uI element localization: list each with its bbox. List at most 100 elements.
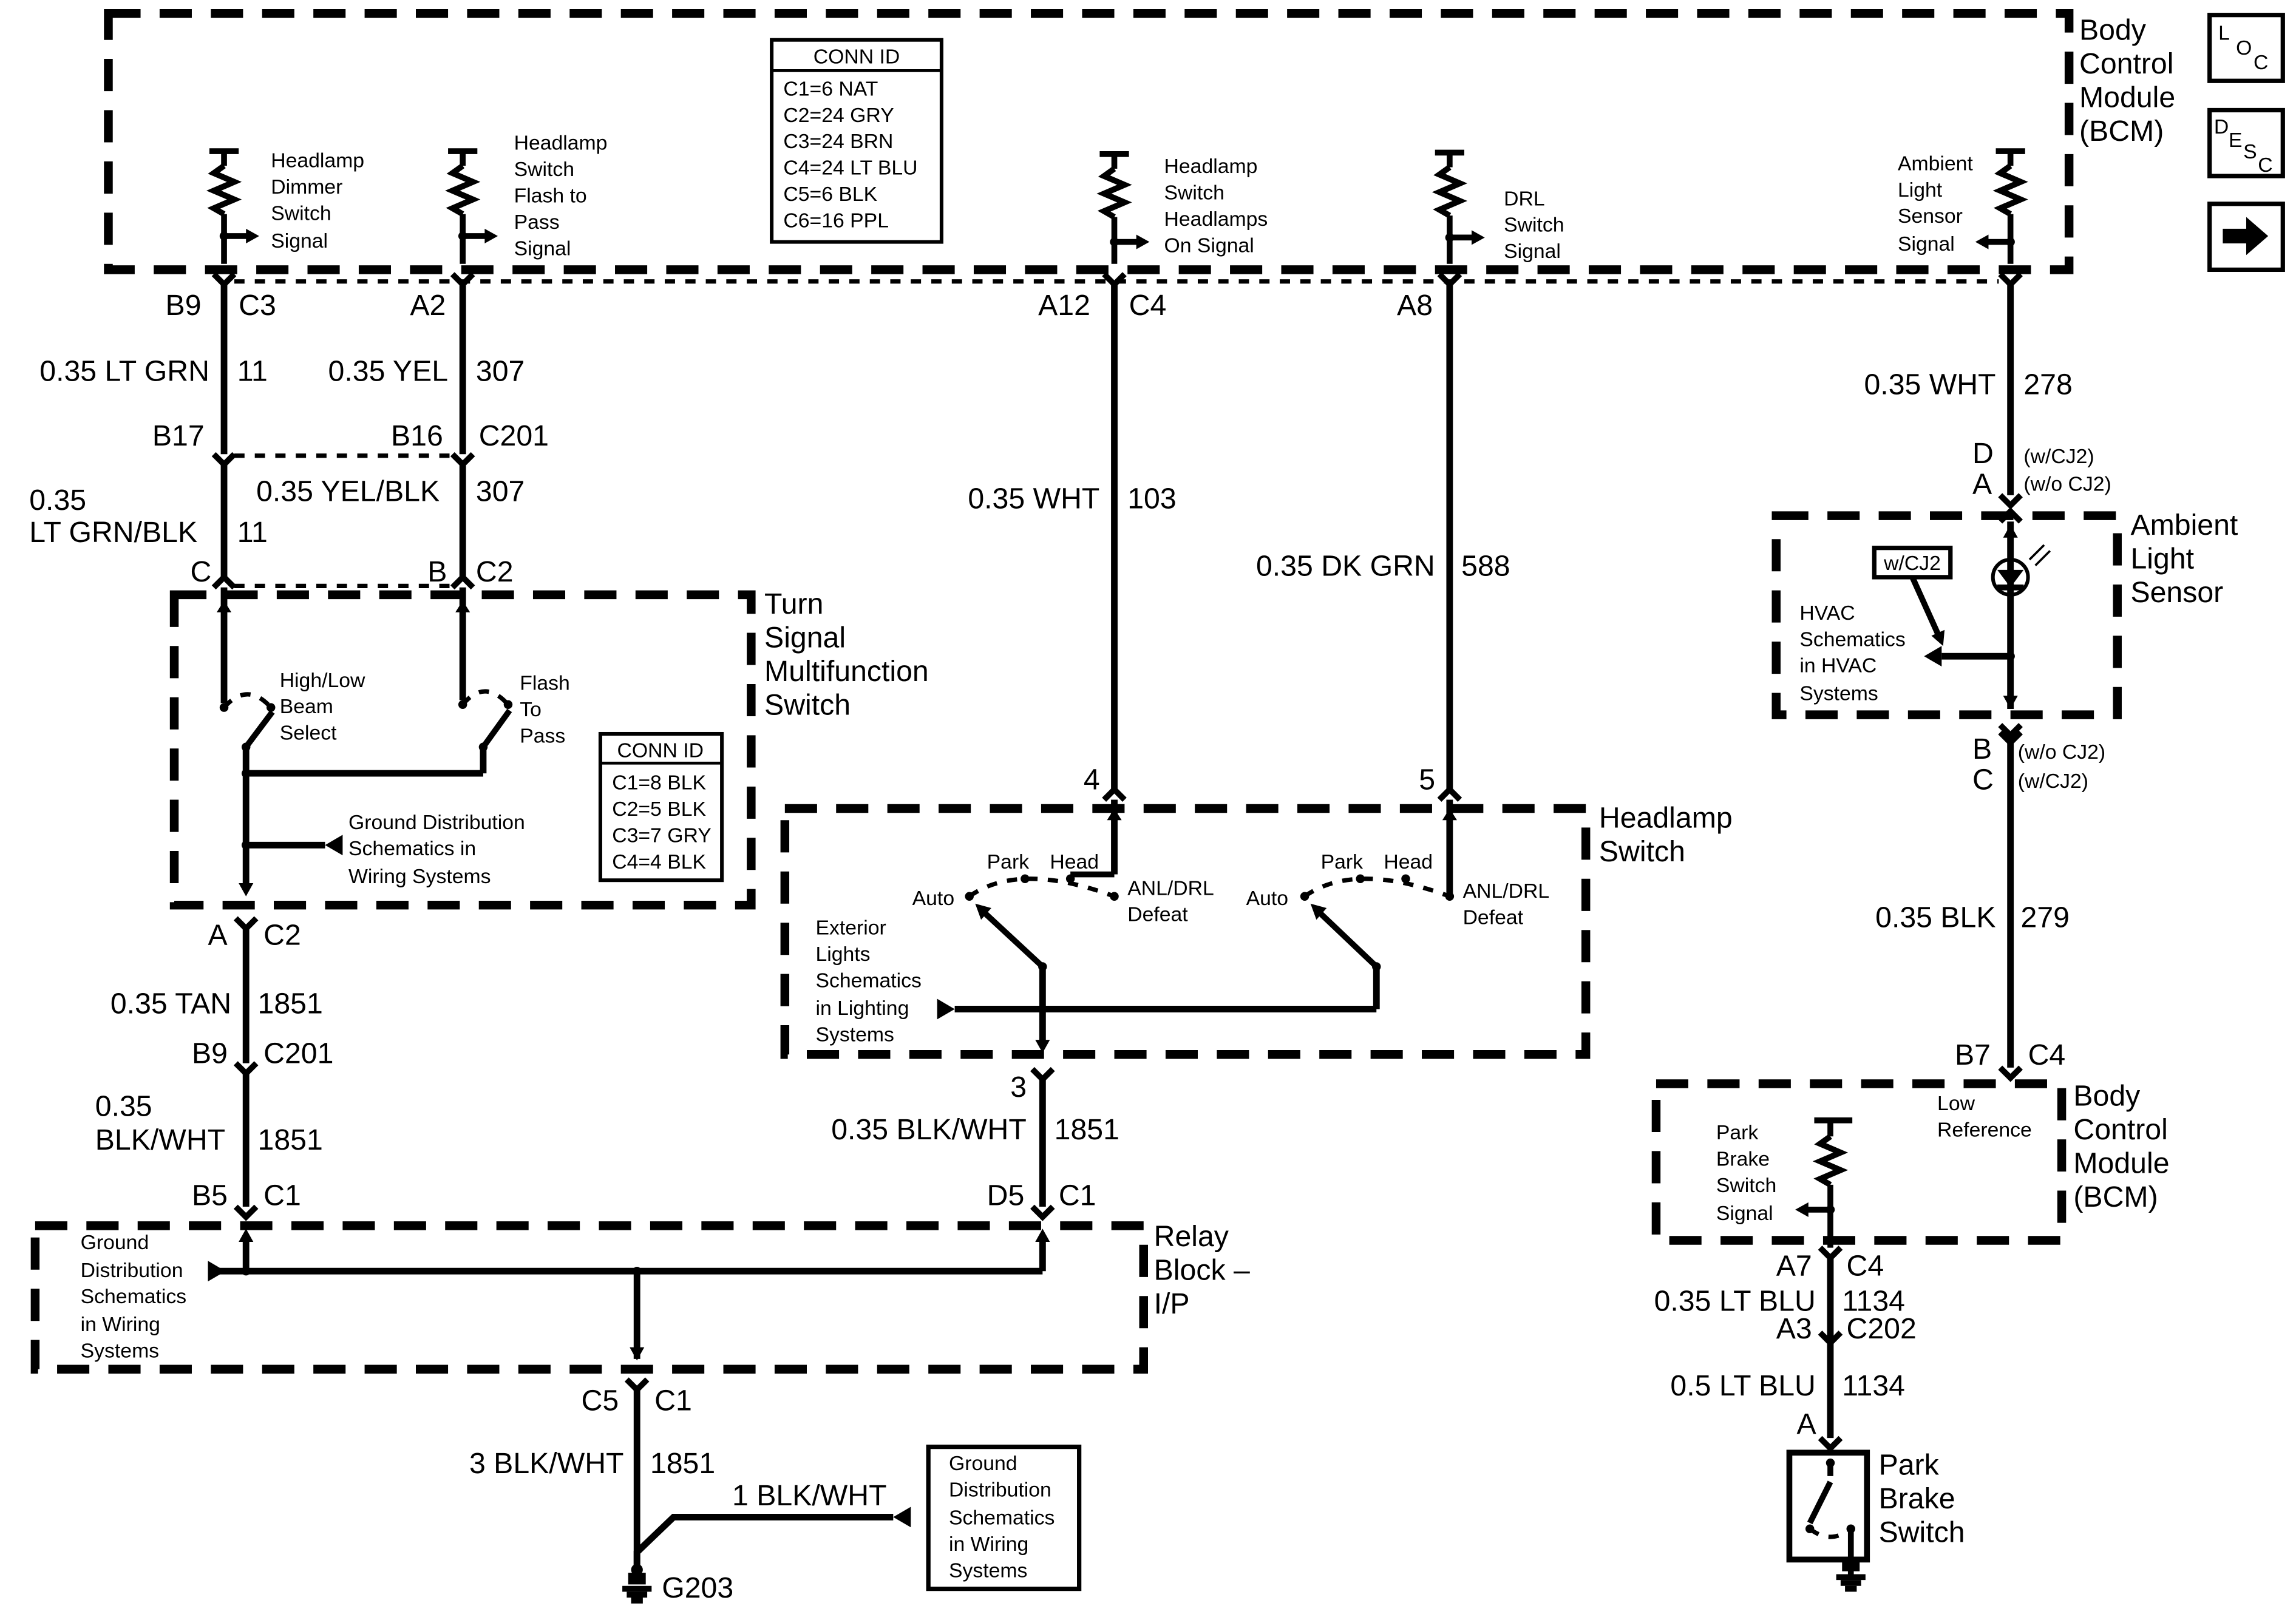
hs-auto-label: Auto	[1246, 887, 1288, 910]
wire-yel	[450, 272, 475, 700]
bcm-bottom-module	[1651, 1079, 2067, 1248]
pin-label: B	[1972, 733, 1992, 765]
wire-color-label: 0.35 BLK/WHT	[831, 1113, 1027, 1146]
wire-color-label: BLK/WHT	[95, 1124, 225, 1156]
hs-defeat-label: Defeat	[1463, 906, 1524, 929]
hs-park-label: Park	[1321, 850, 1364, 873]
hs-ext-ref: Schematics	[815, 969, 921, 992]
ground-ref-label: Schematics in	[348, 837, 476, 860]
pin-label: B16	[391, 419, 443, 452]
conn-id-row: C2=5 BLK	[612, 798, 706, 821]
loc-icon[interactable]: L O C	[2207, 13, 2285, 83]
hs-head-label: Head	[1384, 850, 1433, 873]
connector-label: C4	[2028, 1039, 2066, 1071]
wire-color-label: 0.35 YEL/BLK	[256, 475, 440, 507]
ground-id: G203	[662, 1571, 733, 1604]
resistor-drl-icon	[1432, 149, 1485, 264]
pin-label: C5	[582, 1384, 619, 1417]
headlamps-on-signal-label: On Signal	[1164, 234, 1254, 257]
turn-switch-title: Signal	[764, 622, 846, 654]
hvac-ref: HVAC	[1799, 602, 1855, 625]
hs-ext-ref: in Lighting	[815, 997, 909, 1020]
bcm-top-title-2: Control	[2079, 47, 2173, 80]
ground-distribution-box	[926, 1445, 1082, 1592]
pin-label: A8	[1397, 289, 1433, 322]
resistor-ambient-icon	[1975, 148, 2028, 264]
conn-id-row: C3=24 BRN	[783, 130, 893, 153]
conn-id-row: C6=16 PPL	[783, 209, 889, 232]
hvac-ref: Systems	[1799, 682, 1878, 705]
drl-signal-label: DRL	[1504, 187, 1545, 210]
connector-label: C4	[1847, 1249, 1884, 1282]
relay-block-title: I/P	[1154, 1287, 1190, 1320]
flash-signal-label: Headlamp	[514, 132, 608, 155]
pin-label: 3	[1010, 1071, 1027, 1103]
hvac-ref: in HVAC	[1799, 654, 1877, 677]
connector-label: C202	[1847, 1312, 1917, 1345]
wire-wht-278	[1998, 272, 2023, 709]
loc-icon-l: L	[2218, 22, 2230, 45]
resistor-flash-icon	[445, 148, 498, 264]
flash-signal-label: Flash to	[514, 184, 587, 207]
pin-label: D	[1972, 437, 1994, 470]
pin-label: B	[427, 555, 447, 588]
ambient-sensor-title: Sensor	[2130, 576, 2223, 609]
conn-id-row: C1=8 BLK	[612, 771, 706, 795]
wire-color-label: 0.35 WHT	[1864, 368, 1995, 401]
wire-blk-279	[1998, 723, 2023, 1082]
hs-defeat-label: ANL/DRL	[1463, 880, 1550, 903]
pin-label: A2	[410, 289, 446, 322]
drl-signal-label: Switch	[1504, 214, 1564, 237]
relay-block-ip	[30, 1221, 1148, 1374]
headlamps-on-signal-label: Headlamps	[1164, 208, 1268, 231]
drl-signal-label: Signal	[1504, 240, 1561, 263]
desc-icon[interactable]: D E S C	[2207, 107, 2285, 178]
pin-label: A	[208, 918, 228, 951]
connector-label: C1	[654, 1384, 692, 1417]
turn-switch-title: Switch	[764, 689, 851, 722]
conn-id-row: C2=24 GRY	[783, 104, 894, 127]
option-note: (w/o CJ2)	[2018, 741, 2105, 764]
circuit-number: 1851	[258, 1124, 323, 1156]
conn-id-table-top: CONN ID C1=6 NAT C2=24 GRY C3=24 BRN C4=…	[770, 38, 943, 244]
pin-label: 5	[1419, 764, 1435, 796]
dimmer-signal-label: Dimmer	[271, 175, 342, 198]
option-note: (w/CJ2)	[2018, 770, 2088, 793]
circuit-number: 1134	[1842, 1369, 1905, 1402]
hvac-ref: Schematics	[1799, 628, 1905, 651]
hs-park-label: Park	[987, 850, 1030, 873]
connector-label: C2	[476, 555, 514, 588]
connector-label: C201	[479, 419, 549, 452]
bcm-top-module: Body Control Module (BCM)	[104, 9, 2175, 274]
wire-color-label: 0.35	[95, 1090, 152, 1123]
dimmer-signal-label: Headlamp	[271, 149, 364, 172]
circuit-number: 103	[1127, 483, 1176, 515]
next-arrow-icon[interactable]	[2207, 202, 2285, 273]
headlamp-switch	[780, 804, 1591, 1059]
flash-to-pass-label: Flash	[520, 672, 570, 695]
flash-signal-label: Signal	[514, 237, 571, 260]
ground-box-label: Distribution	[949, 1479, 1051, 1502]
turn-signal-multifunction-switch	[169, 590, 756, 910]
ambient-sensor-title: Ambient	[2130, 509, 2238, 541]
bcm-top-title-3: Module	[2079, 81, 2175, 114]
ground-ref-label: Ground Distribution	[348, 811, 525, 834]
pin-label: D5	[987, 1179, 1025, 1212]
wire-blk-wht-ground	[624, 1377, 911, 1576]
conn-id-table-turn-switch: CONN ID C1=8 BLK C2=5 BLK C3=7 GRY C4=4 …	[598, 731, 724, 883]
pin-label: A12	[1038, 289, 1090, 322]
ambient-signal-label: Ambient	[1898, 152, 1973, 175]
wire-tan-ground-left	[233, 916, 259, 1221]
connector-label: C3	[239, 289, 276, 322]
wire-color-label: 3 BLK/WHT	[469, 1447, 624, 1480]
bcm-bottom-title: Module	[2073, 1147, 2169, 1180]
circuit-number: 307	[476, 475, 525, 507]
wire-blk-wht-mid	[1030, 1066, 1055, 1221]
loc-icon-o: O	[2236, 36, 2252, 59]
bcm-top-title-4: (BCM)	[2079, 115, 2164, 147]
ambient-signal-label: Signal	[1898, 232, 1955, 256]
wire-dk-grn-588	[1437, 272, 1462, 893]
connector-label: C2	[263, 918, 301, 951]
park-brake-title: Brake	[1879, 1482, 1955, 1515]
